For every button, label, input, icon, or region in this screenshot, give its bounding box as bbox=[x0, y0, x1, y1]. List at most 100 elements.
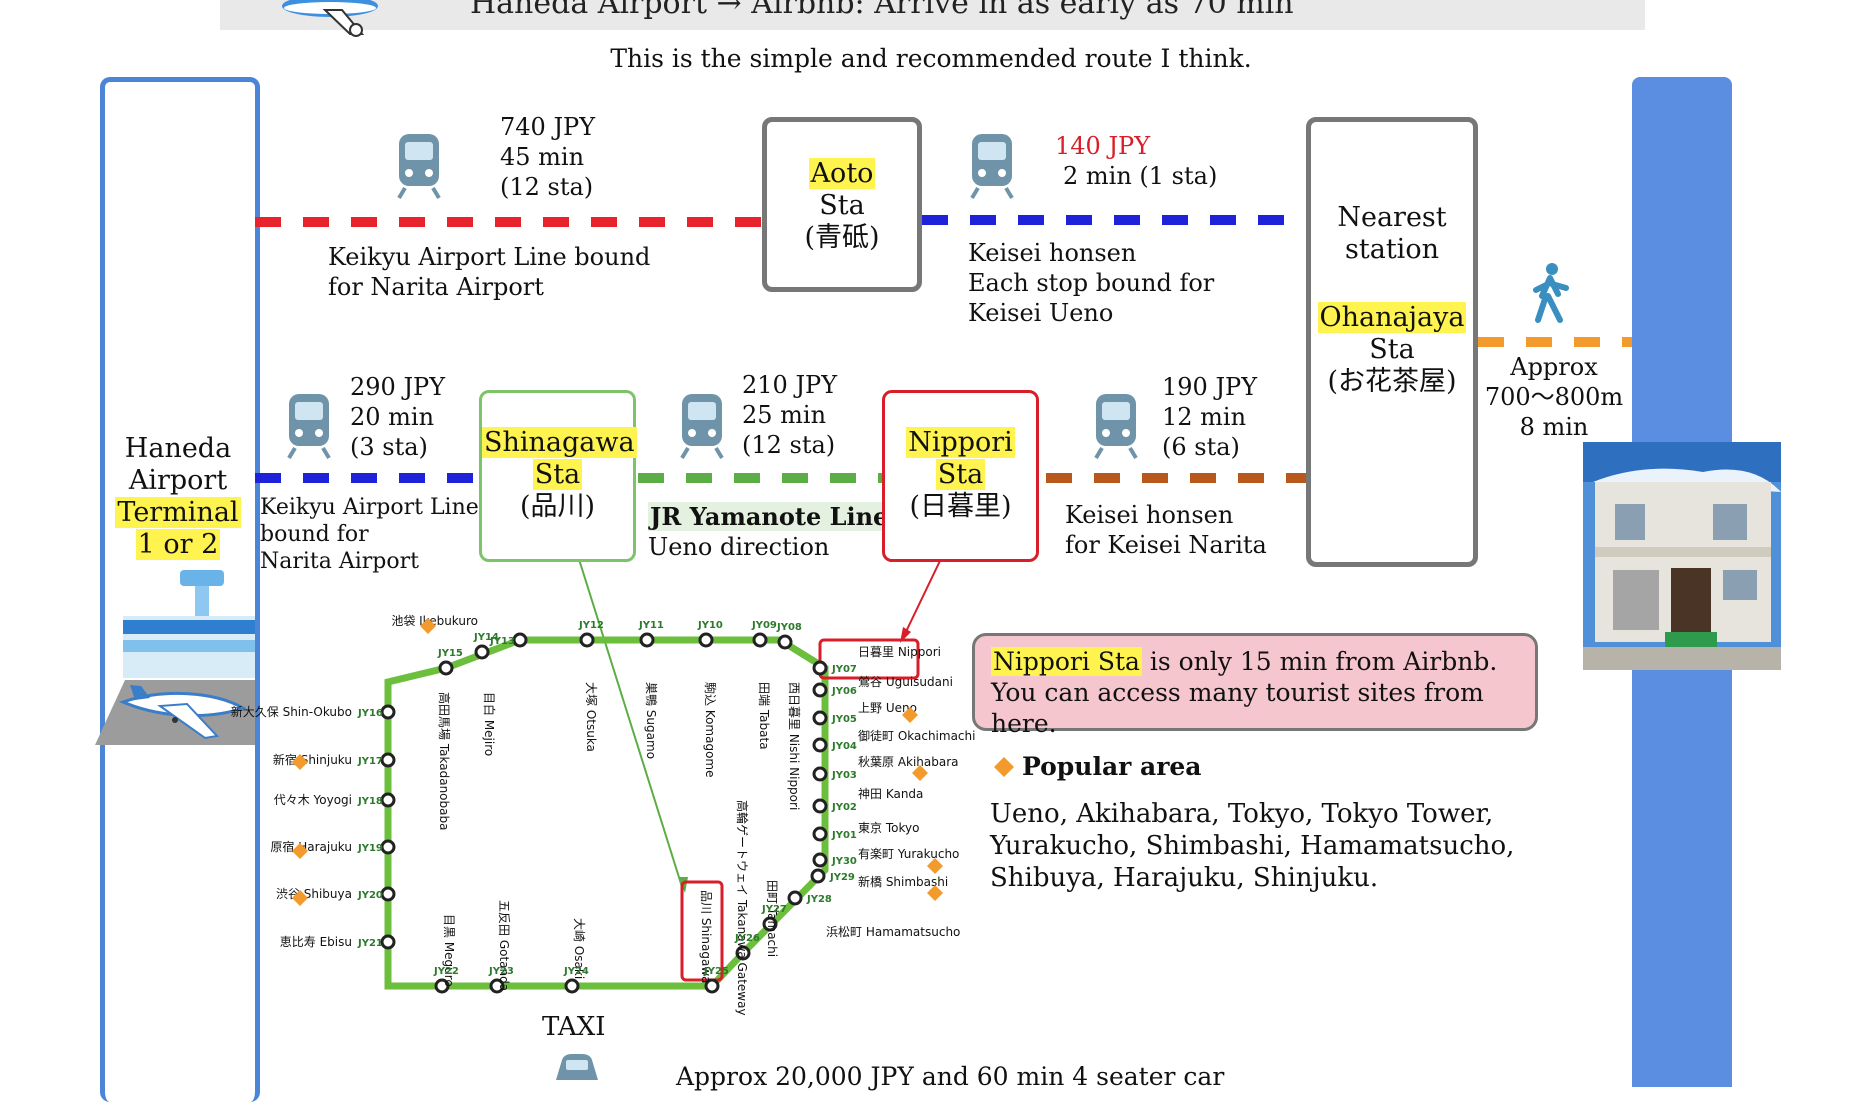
station-code-21: JY21 bbox=[357, 938, 383, 949]
station-code-30: JY30 bbox=[831, 856, 857, 867]
bottom-seg1-info: 290 JPY 20 min (3 sta) bbox=[350, 372, 445, 462]
bottom-seg3-time: 12 min bbox=[1162, 403, 1247, 431]
station-dot-uguisudani bbox=[812, 682, 828, 698]
station-code-22: JY22 bbox=[433, 966, 459, 977]
page-subtitle: This is the simple and recommended route… bbox=[610, 44, 1252, 73]
station-dot-gotanda bbox=[489, 978, 505, 994]
station-label-okachimachi: 御徒町 Okachimachi bbox=[858, 728, 975, 743]
station-label-otsuka: 大塚 Otsuka bbox=[584, 682, 598, 752]
shinagawa-station-box: Shinagawa Sta (品川) bbox=[479, 390, 637, 562]
station-code-06: JY06 bbox=[831, 686, 857, 697]
airport-icon bbox=[95, 570, 255, 745]
popular-diamond-icon bbox=[912, 765, 928, 781]
nippori-note: Nippori Sta is only 15 min from Airbnb. … bbox=[972, 633, 1538, 738]
walking-person-icon bbox=[1533, 263, 1569, 323]
station-dot-takanawa-gateway bbox=[735, 945, 751, 961]
bottom-seg3-info: 190 JPY 12 min (6 sta) bbox=[1162, 372, 1257, 462]
note-highlight: Nippori Sta bbox=[991, 647, 1142, 676]
note-line2: You can access many tourist sites from h… bbox=[991, 678, 1484, 738]
station-label-takanawa-gateway: 高輪ゲートウェイ Takanawa Gateway bbox=[735, 800, 750, 1016]
popular-diamond-icon bbox=[292, 843, 308, 859]
top-seg1-stations: (12 sta) bbox=[500, 173, 594, 201]
bottom-seg3-line-name2: for Keisei Narita bbox=[1065, 531, 1267, 559]
station-label-shimbashi: 新橋 Shimbashi bbox=[858, 874, 948, 889]
popular-diamond-icon bbox=[927, 858, 943, 874]
station-code-15: JY15 bbox=[437, 648, 463, 659]
station-dot-osaki bbox=[564, 978, 580, 994]
bottom-seg2-line-name1: JR Yamanote Line bbox=[648, 502, 891, 531]
aoto-station-box: Aoto Sta (青砥) bbox=[762, 117, 922, 292]
walk-line3: 8 min bbox=[1519, 413, 1589, 441]
page-title: Haneda Airport → Airbnb: Arrive in as ea… bbox=[470, 0, 1294, 21]
bottom-seg2-line-name: JR Yamanote Line Ueno direction bbox=[648, 502, 891, 562]
top-seg1-line-name1: Keikyu Airport Line bound bbox=[328, 243, 651, 271]
station-dot-kanda bbox=[812, 798, 828, 814]
nippori-name: Nippori bbox=[906, 427, 1015, 458]
top-seg2-line-name: Keisei honsen Each stop bound for Keisei… bbox=[968, 238, 1214, 328]
bottom-seg1-line-name3: Narita Airport bbox=[260, 549, 419, 574]
station-code-12: JY12 bbox=[578, 620, 604, 631]
station-dot-harajuku bbox=[380, 839, 396, 855]
station-dot-yoyogi bbox=[380, 792, 396, 808]
station-dot-sugamo bbox=[639, 632, 655, 648]
nearest-sta: Sta bbox=[1369, 334, 1415, 365]
diamond-icon bbox=[994, 757, 1014, 777]
station-dot-tamachi bbox=[762, 916, 778, 932]
station-code-27: JY27 bbox=[761, 904, 787, 915]
station-label-komagome: 駒込 Komagome bbox=[703, 682, 717, 778]
station-label-gotanda: 五反田 Gotanda bbox=[497, 900, 511, 991]
origin-terminal-number: 1 or 2 bbox=[135, 529, 221, 560]
bottom-seg2-stations: (12 sta) bbox=[742, 431, 836, 459]
airplane-icon bbox=[282, 0, 378, 37]
station-label-sugamo: 巣鴨 Sugamo bbox=[644, 682, 658, 759]
station-code-09: JY09 bbox=[751, 620, 777, 631]
station-code-01: JY01 bbox=[831, 830, 857, 841]
nearest-line1: Nearest bbox=[1337, 202, 1447, 233]
nearest-name: Ohanajaya bbox=[1317, 302, 1467, 333]
top-seg1-info: 740 JPY 45 min (12 sta) bbox=[500, 112, 595, 202]
station-dot-mejiro bbox=[474, 644, 490, 660]
shinagawa-sta: Sta bbox=[532, 459, 583, 490]
bottom-seg1-line-name1: Keikyu Airport Line bbox=[260, 495, 479, 520]
train-icon bbox=[680, 394, 724, 460]
station-label-shibuya: 渋谷 Shibuya bbox=[276, 887, 352, 901]
train-icon bbox=[1094, 394, 1138, 460]
haneda-column bbox=[100, 77, 260, 1102]
origin-line2: Airport bbox=[128, 465, 228, 496]
station-dot-nishi-nippori bbox=[777, 634, 793, 650]
station-dot-ikebukuro bbox=[512, 632, 528, 648]
station-label-shinagawa: 品川 Shinagawa bbox=[699, 890, 713, 983]
top-seg1-line-name2: for Narita Airport bbox=[328, 273, 544, 301]
station-code-19: JY19 bbox=[357, 843, 383, 854]
station-code-24: JY24 bbox=[563, 966, 589, 977]
station-dot-yurakucho bbox=[812, 852, 828, 868]
station-code-28: JY28 bbox=[806, 894, 832, 905]
station-label-ueno: 上野 Ueno bbox=[858, 701, 917, 715]
top-seg1-line-name: Keikyu Airport Line bound for Narita Air… bbox=[328, 242, 650, 302]
train-icon bbox=[397, 134, 441, 200]
popular-line1: Ueno, Akihabara, Tokyo, Tokyo Tower, bbox=[990, 799, 1494, 829]
station-label-ebisu: 恵比寿 Ebisu bbox=[280, 935, 352, 949]
station-label-mejiro: 目白 Mejiro bbox=[482, 692, 497, 756]
station-dot-tabata bbox=[752, 632, 768, 648]
airbnb-house-photo bbox=[1583, 442, 1781, 670]
popular-diamond-icon bbox=[292, 754, 308, 770]
top-seg2-line-name2: Each stop bound for bbox=[968, 269, 1215, 297]
bottom-seg1-time: 20 min bbox=[350, 403, 435, 431]
station-code-05: JY05 bbox=[831, 714, 857, 725]
popular-line2: Yurakucho, Shimbashi, Hamamatsucho, bbox=[990, 831, 1515, 861]
station-label-tabata: 田端 Tabata bbox=[757, 682, 771, 750]
popular-diamond-icon bbox=[292, 890, 308, 906]
station-code-29: JY29 bbox=[829, 872, 855, 883]
popular-diamond-icon bbox=[927, 885, 943, 901]
origin-label: Haneda Airport Terminal 1 or 2 bbox=[108, 433, 248, 561]
aoto-sta: Sta bbox=[819, 190, 865, 221]
top-seg2-line-name3: Keisei Ueno bbox=[968, 299, 1114, 327]
station-label-harajuku: 原宿 Harajuku bbox=[270, 839, 352, 854]
bottom-seg1-line-name2: bound for bbox=[260, 522, 369, 547]
shinagawa-map-highlight bbox=[680, 880, 724, 982]
nippori-station-box: Nippori Sta (日暮里) bbox=[882, 390, 1039, 562]
station-code-25: JY25 bbox=[703, 966, 729, 977]
station-code-20: JY20 bbox=[357, 890, 383, 901]
